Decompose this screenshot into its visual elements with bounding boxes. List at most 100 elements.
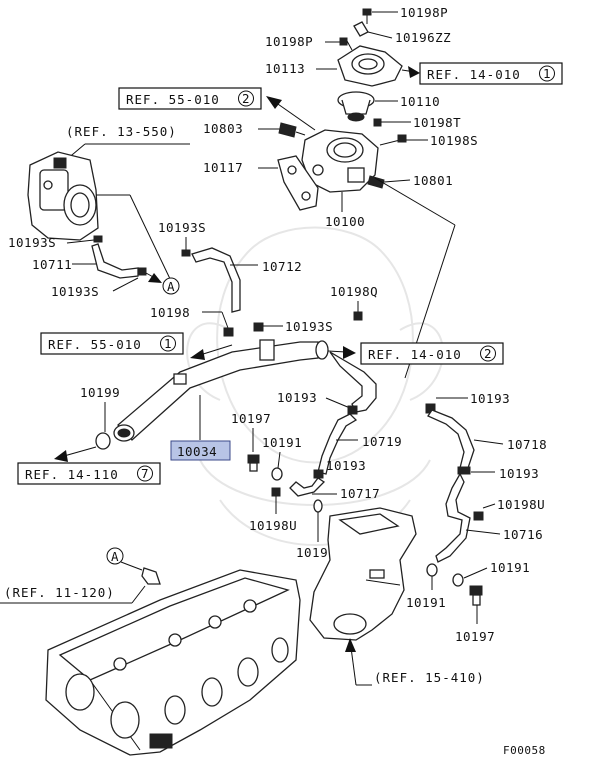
label-10193-c: 10193	[470, 391, 510, 406]
sensor-10196ZZ	[353, 21, 393, 39]
hose-10711	[91, 243, 139, 279]
clamp-10193-d	[457, 466, 471, 475]
ref-11-120-label[interactable]: (REF. 11-120)	[4, 585, 115, 600]
label-10197-b: 10197	[455, 629, 495, 644]
sensor-10803	[258, 122, 306, 138]
clamp-10193-a	[347, 405, 358, 415]
plug-a	[141, 567, 161, 585]
part-number-10034-highlight: 10034	[170, 440, 231, 461]
svg-text:REF. 14-010: REF. 14-010	[427, 67, 521, 82]
label-10719: 10719	[362, 434, 402, 449]
label-10803: 10803	[203, 121, 243, 136]
hose-10718	[427, 409, 475, 469]
clamp-10193S-d	[253, 322, 264, 332]
hose-10712	[191, 247, 241, 313]
label-10117: 10117	[203, 160, 243, 175]
label-10198P-top: 10198P	[400, 5, 448, 20]
label-10193S-d: 10193S	[285, 319, 333, 334]
bolt-10197-a	[247, 454, 260, 472]
label-10199: 10199	[80, 385, 120, 400]
svg-text:10034: 10034	[177, 444, 217, 459]
svg-text:1: 1	[543, 66, 552, 81]
label-10193S-a: 10193S	[158, 220, 206, 235]
ref-15-410-label[interactable]: (REF. 15-410)	[374, 670, 485, 685]
svg-text:7: 7	[141, 466, 150, 481]
svg-text:REF. 14-010: REF. 14-010	[368, 347, 462, 362]
o-ring-10199	[95, 432, 111, 450]
bolt-10198Q	[353, 311, 363, 321]
pipe-10716	[435, 472, 471, 563]
bolt-10197-b	[469, 585, 483, 606]
label-10191-a: 10191	[262, 435, 302, 450]
clamp-10193S-a	[181, 249, 191, 257]
arrow-to-callout-a-upper	[145, 272, 162, 283]
bolt-10198U-a	[271, 487, 281, 497]
ref-box-14-010-mid[interactable]: REF. 14-010 2	[360, 342, 504, 365]
svg-text:REF. 55-010: REF. 55-010	[48, 337, 142, 352]
bolt-10198S	[379, 134, 428, 146]
washer-10191-b	[313, 499, 323, 513]
label-10718: 10718	[507, 437, 547, 452]
callout-a-upper: A	[162, 277, 180, 295]
throttle-body	[27, 151, 99, 241]
label-10193S-b: 10193S	[8, 235, 56, 250]
pipe-10717	[289, 477, 326, 497]
label-10193-d: 10193	[499, 466, 539, 481]
cylinder-head	[45, 569, 301, 756]
label-10716: 10716	[503, 527, 543, 542]
clamp-10193S-c	[137, 267, 147, 276]
label-10198P-left: 10198P	[265, 34, 313, 49]
clamp-10193-b	[313, 469, 324, 479]
svg-text:2: 2	[484, 346, 493, 361]
bolt-10198P-left	[325, 37, 353, 51]
watermark-emblem	[186, 226, 444, 546]
label-10191-b: 10191	[296, 545, 336, 560]
label-10801: 10801	[413, 173, 453, 188]
arrow-to-ref-14-110	[54, 446, 97, 462]
washer-10191-d	[452, 573, 464, 587]
label-10198: 10198	[150, 305, 190, 320]
label-10198Q: 10198Q	[330, 284, 378, 299]
sensor-10801	[367, 175, 411, 189]
ref-box-55-010-mid[interactable]: REF. 55-010 1	[40, 332, 184, 355]
svg-text:A: A	[167, 279, 176, 294]
svg-text:REF. 14-110: REF. 14-110	[25, 467, 119, 482]
hose-10719	[317, 413, 358, 475]
label-10717: 10717	[340, 486, 380, 501]
water-pipe-10034	[113, 339, 329, 442]
ref-box-14-010-top[interactable]: REF. 14-010 1	[419, 62, 563, 85]
bolt-10198T	[373, 118, 411, 127]
thermostat-10110	[337, 91, 398, 122]
label-10198U-b: 10198U	[497, 497, 545, 512]
bolt-10198P-top	[362, 8, 398, 24]
label-10191-d: 10191	[490, 560, 530, 575]
label-10193-b: 10193	[326, 458, 366, 473]
arrow-to-manifold	[345, 638, 356, 652]
ref-box-55-010-top[interactable]: REF. 55-010 2	[118, 87, 262, 110]
washer-10191-a	[271, 467, 283, 481]
label-10197-a: 10197	[231, 411, 271, 426]
label-10193-a: 10193	[277, 390, 317, 405]
intake-manifold	[309, 507, 417, 641]
label-10191-c: 10191	[406, 595, 446, 610]
label-10110: 10110	[400, 94, 440, 109]
label-10198T: 10198T	[413, 115, 461, 130]
label-10113: 10113	[265, 61, 305, 76]
water-outlet-10113	[337, 45, 403, 87]
arrow-to-ref-14-010-mid	[327, 346, 356, 359]
bolt-10198	[223, 327, 234, 337]
label-10712: 10712	[262, 259, 302, 274]
clamp-10193S-b	[93, 235, 103, 243]
arrow-to-ref-55-010-top	[266, 96, 316, 131]
svg-text:1: 1	[164, 336, 173, 351]
arrow-to-ref-55-010-mid	[190, 344, 233, 360]
label-10196ZZ: 10196ZZ	[395, 30, 451, 45]
washer-10191-c	[426, 563, 438, 577]
figure-code: F00058	[503, 744, 546, 757]
ref-box-14-110[interactable]: REF. 14-110 7	[17, 462, 161, 485]
svg-text:2: 2	[242, 91, 251, 106]
ref-13-550-label[interactable]: (REF. 13-550)	[66, 124, 177, 139]
label-10198S: 10198S	[430, 133, 478, 148]
label-10198U-a: 10198U	[249, 518, 297, 533]
